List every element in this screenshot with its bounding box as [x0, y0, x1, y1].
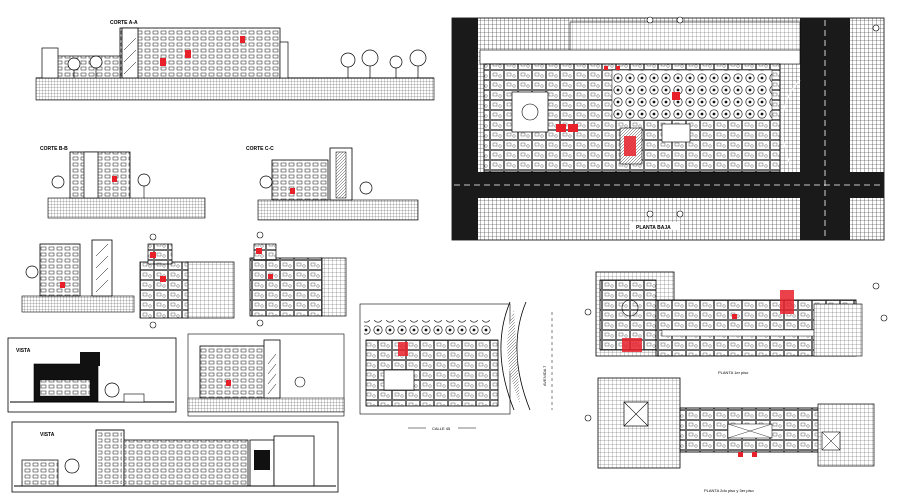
street-label: CALLE 45 [432, 426, 451, 431]
section-c-c: CORTE C-C [246, 146, 419, 221]
landscaping [611, 69, 773, 121]
first-floor-plan: PLANTA 1er piso [584, 271, 888, 375]
section-a-a: CORTE A-A [35, 20, 435, 101]
section-d [21, 239, 135, 313]
north-arrow-icon [872, 24, 880, 32]
road-west [452, 18, 478, 240]
accent-mark [185, 50, 191, 58]
section-a-a-title: CORTE A-A [110, 20, 138, 26]
ground-hatch [35, 77, 435, 101]
upper-floors-plan: PLANTA 2do piso y 3er piso [584, 377, 875, 493]
section-e [187, 333, 345, 417]
elevation-view-1: VISTA [7, 337, 177, 413]
building-elevation [119, 27, 281, 79]
elevation-view-2: VISTA [11, 421, 339, 493]
accent-mark [240, 36, 245, 43]
section-c-c-title: CORTE C-C [246, 146, 274, 152]
plan-small-2 [249, 231, 347, 327]
accent-mark [160, 58, 166, 66]
section-b-b-title: CORTE B-B [40, 146, 68, 152]
upper-floors-title: PLANTA 2do piso y 3er piso [704, 488, 755, 493]
avenue-label: AVENIDA 7 [542, 365, 547, 386]
section-b-b: CORTE B-B [40, 146, 206, 219]
ground-floor-site-plan: PLANTA BAJA [451, 16, 885, 241]
site-plan-street: AVENIDA 7 CALLE 45 [359, 301, 553, 431]
elevation-view-2-title: VISTA [40, 432, 55, 438]
plan-small-1 [139, 233, 235, 329]
first-floor-title: PLANTA 1er piso [718, 370, 749, 375]
tree-row [67, 49, 427, 78]
elevation-view-1-title: VISTA [16, 348, 31, 354]
ground-floor-title: PLANTA BAJA [636, 225, 671, 231]
